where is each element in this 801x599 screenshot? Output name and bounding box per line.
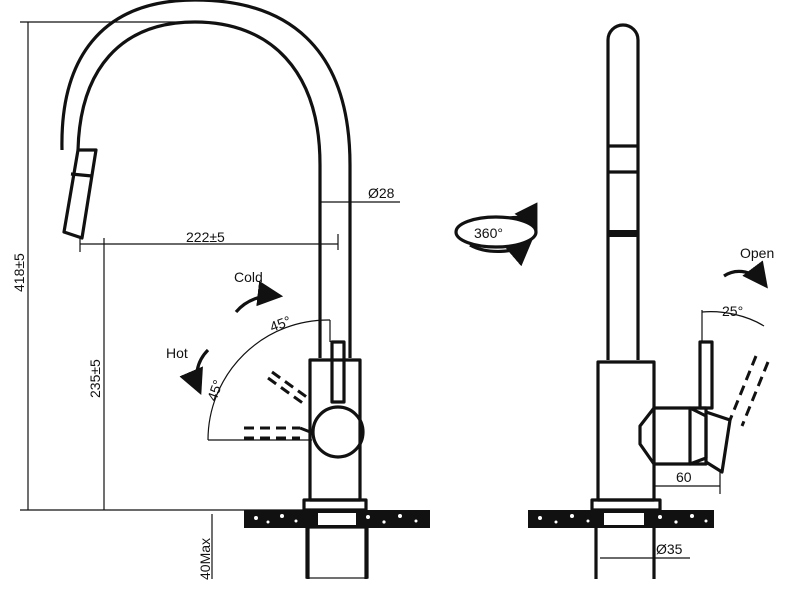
dim-spout-diameter: Ø28 <box>368 185 395 201</box>
side-body <box>596 360 656 502</box>
side-lever-open <box>728 355 770 427</box>
dim-reach: 222±5 <box>186 229 225 245</box>
hot-arrow-icon <box>179 348 210 395</box>
angle-cold: 45° <box>268 313 293 335</box>
cold-arrow-icon <box>234 280 284 314</box>
granite-texture <box>254 514 708 524</box>
swivel-360-icon: 360° <box>454 202 538 267</box>
dim-deck-thickness: 40Max <box>197 538 213 580</box>
angle-hot: 45° <box>204 378 226 403</box>
handle-knob <box>311 405 365 459</box>
mixer-cartridge <box>638 406 708 466</box>
lever-handle <box>330 340 346 404</box>
label-cold: Cold <box>234 269 263 285</box>
side-lever <box>698 340 714 410</box>
front-view: 418±5 235±5 222±5 Ø28 40Max Cold Hot 45°… <box>11 0 430 580</box>
angle-open: 25° <box>722 303 743 319</box>
side-base <box>590 498 662 512</box>
dim-spout-height: 235±5 <box>87 359 103 398</box>
lever-position-hot <box>271 370 309 400</box>
lever-position-side <box>244 426 300 440</box>
faucet-body <box>308 358 362 502</box>
side-spout <box>606 23 640 360</box>
label-open: Open <box>740 245 774 261</box>
label-hot: Hot <box>166 345 188 361</box>
dim-total-height: 418±5 <box>11 253 27 292</box>
faucet-base <box>302 498 368 512</box>
dim-base-diameter: Ø35 <box>656 541 683 557</box>
dim-handle-offset: 60 <box>676 469 692 485</box>
open-arrow-icon <box>723 260 768 289</box>
angle-swivel: 360° <box>474 225 503 241</box>
spout-inner-curve <box>194 0 352 358</box>
spray-head <box>62 148 98 240</box>
spout-outer-curve <box>76 20 322 358</box>
side-view: 25° Open 60 Ø35 <box>528 23 774 579</box>
